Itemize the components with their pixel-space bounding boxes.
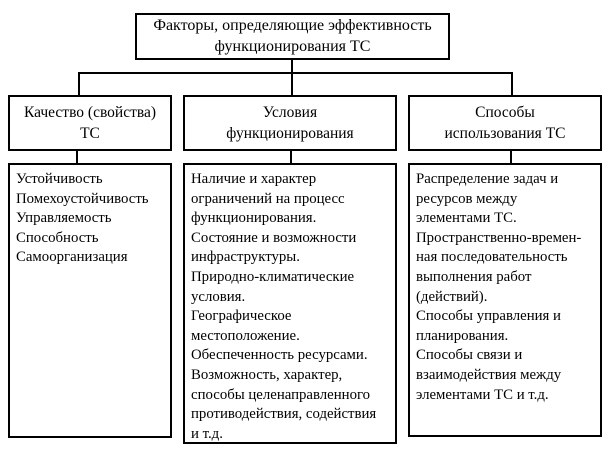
connector-conditions-details [290,151,292,163]
text-line: Возможность, характер, [191,366,343,383]
connector-quality-details [76,151,78,163]
text-line: Способы управления и [416,308,561,325]
connector-drop-usage [511,72,513,95]
text-line: (действий). [416,288,488,305]
root-box: Факторы, определяющие эффективность функц… [135,13,450,60]
text-line: Помехоустойчивость [16,190,149,207]
text-line: функционирования [226,125,354,142]
text-line: ТС [80,125,100,142]
header-box-usage: Способы использования ТС [408,95,602,151]
text-line: Способы связи и [416,347,523,364]
text-line: ная последовательность [416,249,568,266]
text-line: инфраструктуры. [191,249,300,266]
text-line: элементами ТС. [416,210,517,227]
text-line: Самоорганизация [16,249,128,266]
text-line: местоположение. [191,327,300,344]
text-line: способы целенаправленного [191,386,371,403]
detail-box-usage: Распределение задач и ресурсов между элеме… [408,163,602,437]
text-line: элементами ТС и т.д. [416,386,549,403]
text-line: выполнения работ [416,268,532,285]
text-line: Пространственно-времен- [416,229,582,246]
text-line: Способы [475,104,535,121]
text-line: взаимодействия между [416,366,562,383]
text-line: и т.д. [191,425,223,442]
text-line: Наличие и характер [191,171,317,187]
text-line: Условия [262,104,318,121]
text-line: функционирования. [191,210,317,227]
text-line: Устойчивость [16,171,103,187]
text-line: Управляемость [16,210,112,227]
text-line: Природно-климатические [191,268,355,285]
text-line: Качество (свойства) [23,104,157,121]
header-box-conditions: Условия функционирования [183,95,397,151]
connector-drop-quality [78,72,80,95]
connector-trunk [291,60,293,95]
text-line: функционирования ТС [214,37,371,55]
text-line: ограничений на процесс [191,190,345,207]
header-box-quality: Качество (свойства) ТС [8,95,172,151]
text-line: Обеспеченность ресурсами. [191,347,368,364]
text-line: Географическое [191,308,292,325]
text-line: Факторы, определяющие эффективность [153,17,432,34]
connector-branch-bar [78,72,513,74]
text-line: противодействия, содействия [191,406,377,423]
text-line: планирования. [416,327,509,344]
text-line: Способность [16,229,99,246]
connector-usage-details [510,151,512,163]
detail-box-conditions: Наличие и характер ограничений на процесс… [183,163,397,444]
text-line: ресурсов между [416,190,518,207]
text-line: использования ТС [444,125,566,142]
text-line: условия. [191,288,246,305]
text-line: Распределение задач и [416,171,559,187]
text-line: Состояние и возможности [191,229,357,246]
